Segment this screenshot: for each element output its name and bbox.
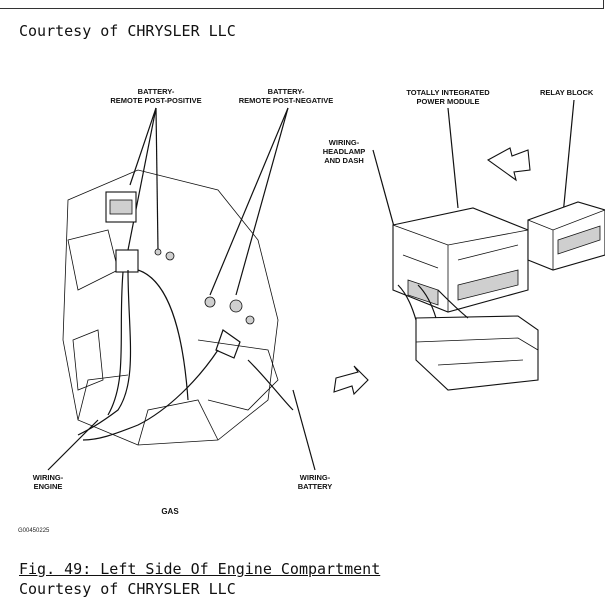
label-gas: GAS: [161, 507, 179, 516]
leader-lines: [47, 99, 575, 471]
label-wiring-engine-line2: ENGINE: [34, 482, 63, 491]
figure-caption: Fig. 49: Left Side Of Engine Compartment: [19, 560, 381, 578]
label-wiring-headlamp-line2: HEADLAMP: [323, 147, 366, 156]
label-wiring-headlamp-line3: AND DASH: [324, 156, 364, 165]
power-module-drawing: [392, 147, 605, 391]
label-tipm-line1: TOTALLY INTEGRATED: [406, 88, 490, 97]
label-battery-positive-line1: BATTERY-: [138, 87, 175, 96]
label-wiring-engine-line1: WIRING-: [33, 473, 64, 482]
label-battery-positive-line2: REMOTE POST-POSITIVE: [110, 96, 201, 105]
courtesy-text-bottom: Courtesy of CHRYSLER LLC: [19, 580, 236, 598]
label-wiring-battery-line1: WIRING-: [300, 473, 331, 482]
label-battery-negative-line1: BATTERY-: [268, 87, 305, 96]
label-battery-negative-line2: REMOTE POST-NEGATIVE: [239, 96, 333, 105]
label-relay-block: RELAY BLOCK: [540, 88, 594, 97]
label-wiring-headlamp-line1: WIRING-: [329, 138, 360, 147]
label-wiring-battery-line2: BATTERY: [298, 482, 333, 491]
label-tipm-line2: POWER MODULE: [417, 97, 480, 106]
engine-compartment-illustration: BATTERY- REMOTE POST-POSITIVE BATTERY- R…: [18, 80, 605, 535]
courtesy-text-top: Courtesy of CHRYSLER LLC: [19, 22, 236, 40]
top-border-rule: [0, 0, 604, 9]
engine-bay-drawing: [62, 169, 369, 446]
label-image-code: G00450225: [18, 528, 50, 534]
